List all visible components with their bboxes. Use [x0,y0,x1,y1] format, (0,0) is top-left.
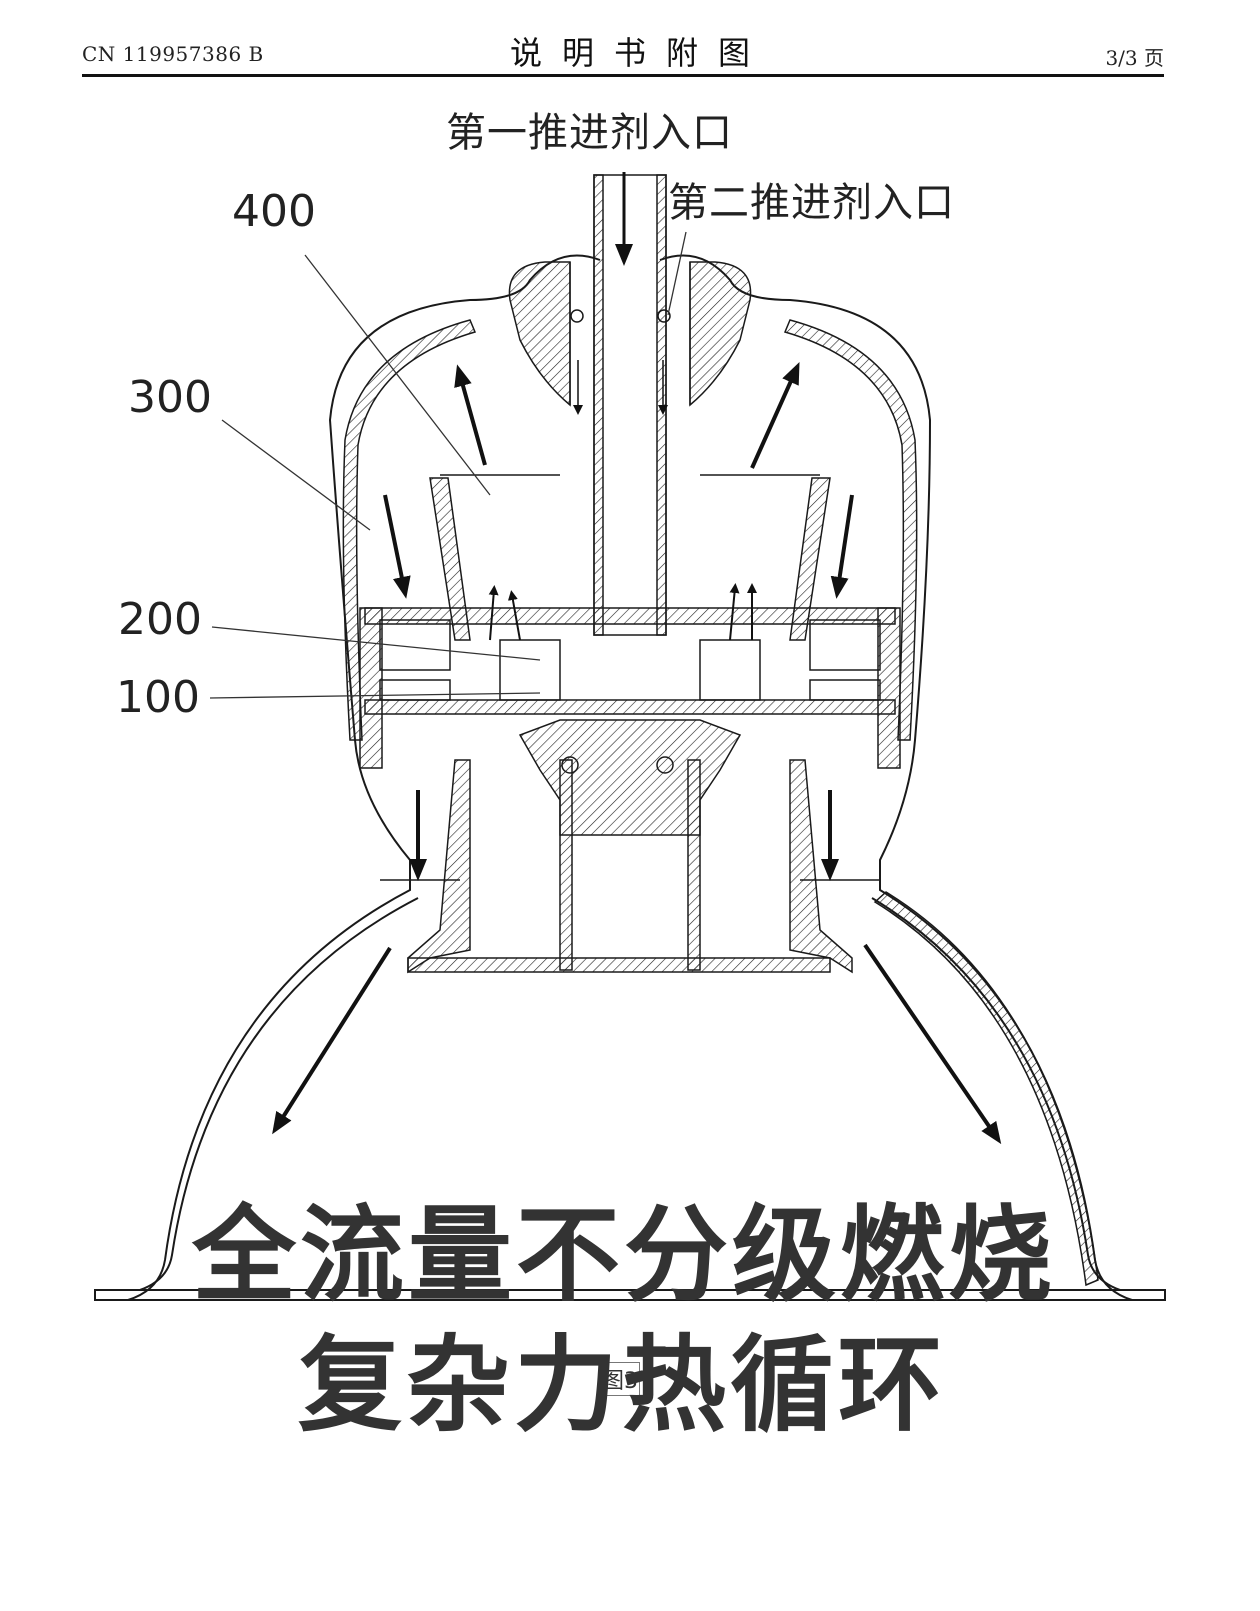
leader-line-300 [221,419,371,531]
callout-400: 400 [232,186,316,237]
flow-arrow [454,364,487,466]
figure-caption: 图3 [600,1362,640,1396]
section-title: 说明书附图 [509,34,770,72]
overlay-text-line1: 全流量不分级燃烧 [192,1194,1057,1316]
leader-lines [209,231,687,699]
second-propellant-inlet-label: 第二推进剂入口 [668,180,955,226]
flow-arrow [729,583,740,641]
page-number: 3/3 页 [1105,46,1164,70]
flow-arrow [488,585,499,641]
flow-arrow [507,590,521,641]
header-rule [82,74,1164,77]
callout-300: 300 [128,372,212,423]
overlay-text-line2: 复杂力热循环 [298,1324,947,1446]
leader-line-100 [209,692,541,699]
flow-arrows [272,172,1002,1145]
leader-line-second-inlet [667,231,687,316]
leader-line-400 [304,254,491,496]
flow-arrow [750,361,800,469]
callout-200: 200 [118,594,202,645]
flow-arrow [383,494,411,599]
first-propellant-inlet-label: 第一推进剂入口 [446,110,733,156]
flow-arrow [830,494,854,599]
patent-number: CN 119957386 B [82,42,264,66]
callout-100: 100 [116,672,200,723]
leader-line-200 [211,626,541,661]
flow-arrow [863,943,1002,1145]
flow-arrow [272,946,392,1135]
